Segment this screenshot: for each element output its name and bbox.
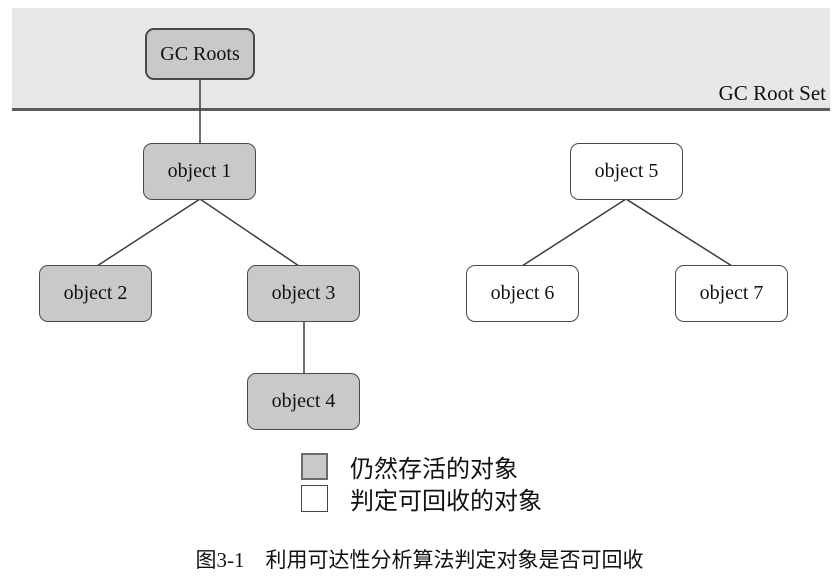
node-label: object 2 [63, 282, 128, 304]
node-label: object 7 [699, 282, 764, 304]
node-object-4: object 4 [247, 373, 360, 430]
legend-label-recyclable: 判定可回收的对象 [350, 489, 542, 515]
node-label: GC Roots [160, 42, 240, 65]
edge-object1-object3 [199, 198, 300, 267]
node-object-5: object 5 [570, 143, 683, 200]
legend-swatch-recyclable [301, 485, 328, 512]
node-gc-roots: GC Roots [145, 28, 255, 80]
node-object-2: object 2 [39, 265, 152, 322]
edge-object5-object6 [521, 198, 627, 267]
legend: 仍然存活的对象 判定可回收的对象 [301, 453, 542, 517]
node-label: object 6 [490, 282, 555, 304]
node-object-3: object 3 [247, 265, 360, 322]
legend-item-recyclable: 判定可回收的对象 [301, 485, 542, 515]
legend-label-alive: 仍然存活的对象 [350, 457, 518, 483]
node-label: object 1 [167, 160, 232, 182]
node-object-6: object 6 [466, 265, 579, 322]
node-object-7: object 7 [675, 265, 788, 322]
gc-root-set-label: GC Root Set [718, 81, 826, 105]
node-label: object 4 [271, 390, 336, 412]
edge-object1-object2 [96, 198, 201, 267]
legend-item-alive: 仍然存活的对象 [301, 453, 542, 483]
edge-object5-object7 [625, 198, 733, 267]
figure-caption: 图3-1 利用可达性分析算法判定对象是否可回收 [195, 548, 644, 572]
node-object-1: object 1 [143, 143, 256, 200]
node-label: object 5 [594, 160, 659, 182]
legend-swatch-alive [301, 453, 328, 480]
node-label: object 3 [271, 282, 336, 304]
